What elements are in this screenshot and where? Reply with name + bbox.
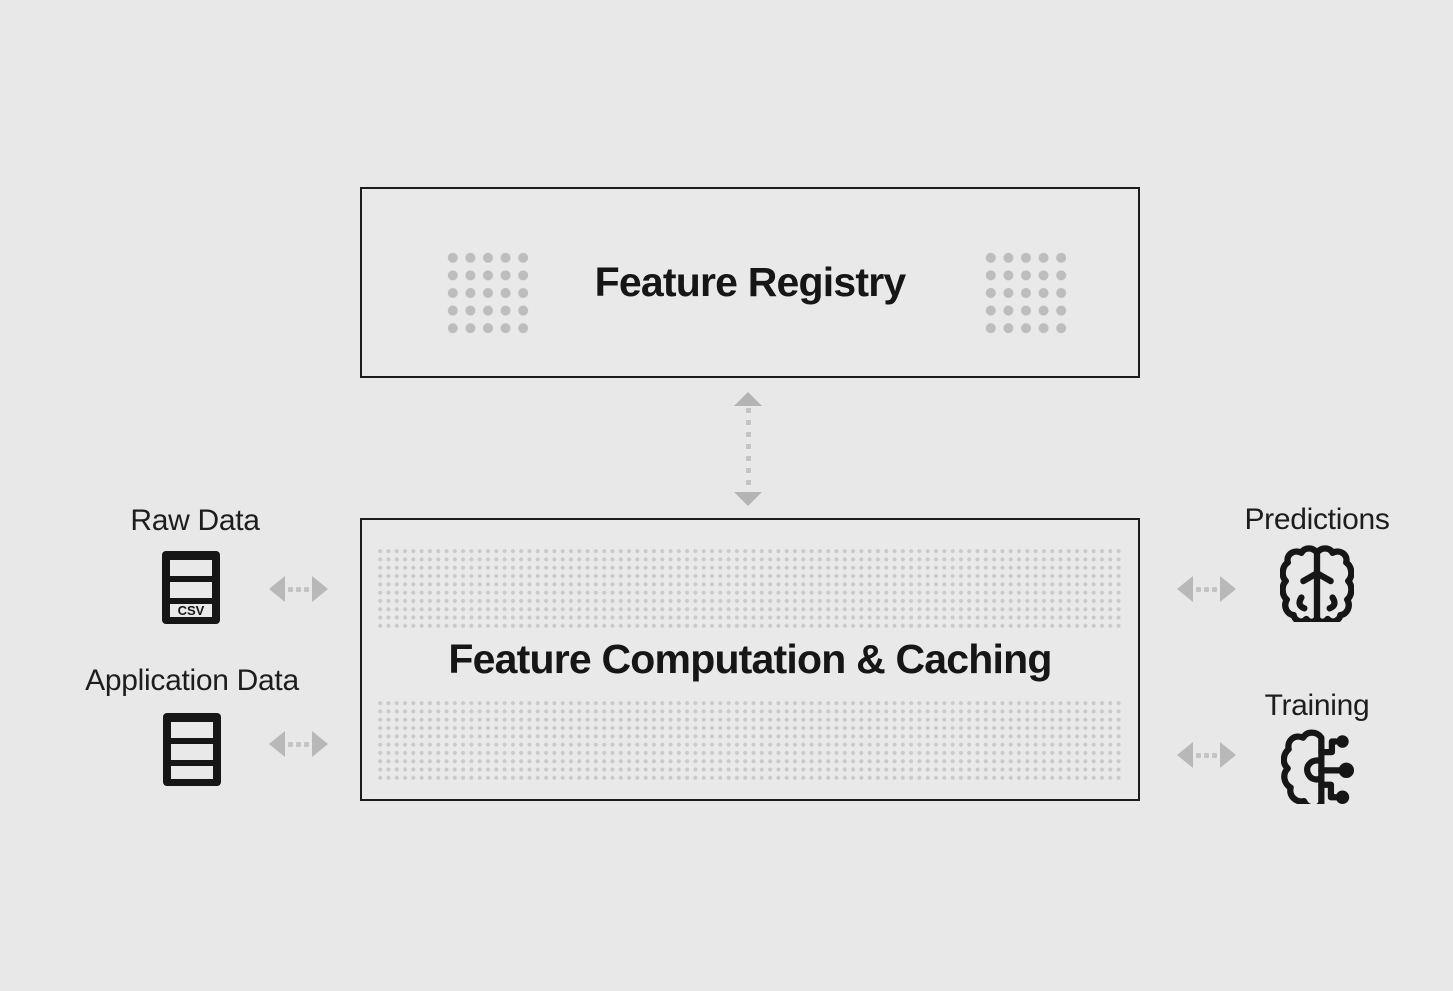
feature-computation-title: Feature Computation & Caching	[448, 636, 1052, 682]
arrow-dots	[288, 741, 309, 747]
arrow-right-head	[312, 576, 328, 602]
csv-badge-text: CSV	[178, 603, 205, 618]
brain-circuit-icon	[1280, 729, 1354, 811]
arrow-left-head	[269, 576, 285, 602]
feature-registry-title: Feature Registry	[594, 259, 907, 305]
raw-data-label: Raw Data	[130, 504, 260, 537]
arrow-left-head	[1177, 576, 1193, 602]
csv-file-icon: CSV	[162, 551, 220, 624]
dot-band-decoration-top	[376, 547, 1124, 631]
dot-grid-decoration-left	[444, 249, 532, 337]
arrow-left-head	[269, 731, 285, 757]
raw-data-arrow-icon	[269, 575, 328, 603]
training-arrow-icon	[1177, 741, 1236, 769]
arrow-right-head	[312, 731, 328, 757]
arrow-down-head	[734, 492, 762, 506]
arrow-dots	[288, 586, 309, 592]
arrow-dashed-shaft	[745, 408, 751, 490]
arrow-dots	[1196, 586, 1217, 592]
arrow-right-head	[1220, 576, 1236, 602]
predictions-label: Predictions	[1244, 503, 1390, 536]
application-data-arrow-icon	[269, 730, 328, 758]
arrow-dots	[1196, 752, 1217, 758]
dot-grid-decoration-right	[982, 249, 1070, 337]
training-label: Training	[1264, 689, 1370, 722]
application-data-label: Application Data	[85, 664, 299, 697]
feature-registry-box: Feature Registry	[360, 187, 1140, 378]
arrow-left-head	[1177, 742, 1193, 768]
feature-computation-box: Feature Computation & Caching	[360, 518, 1140, 801]
arrow-right-head	[1220, 742, 1236, 768]
dot-band-decoration-bottom	[376, 699, 1124, 780]
predictions-arrow-icon	[1177, 575, 1236, 603]
registry-computation-arrow-icon	[733, 392, 763, 506]
table-icon	[163, 713, 221, 786]
brain-icon	[1279, 544, 1355, 625]
arrow-up-head	[734, 392, 762, 406]
